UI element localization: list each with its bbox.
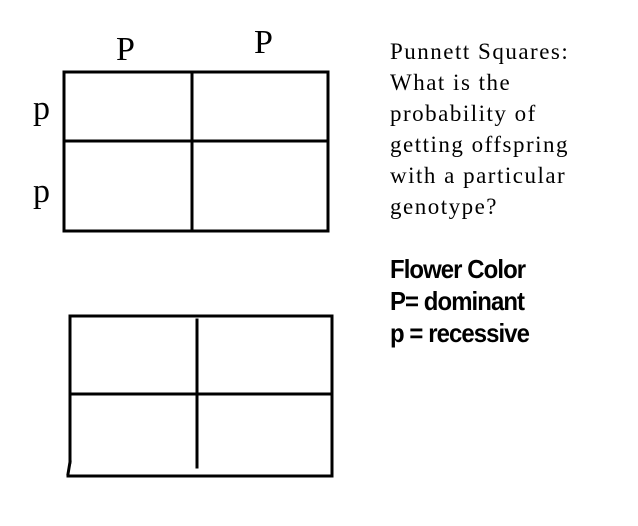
question-line: What is the <box>390 70 512 95</box>
top-square-border <box>62 70 330 233</box>
legend-recessive: p = recessive <box>390 318 530 348</box>
top-column-allele-1: P <box>116 31 135 68</box>
bottom-punnett-square <box>66 314 334 478</box>
allele-legend: Flower Color P= dominant p = recessive <box>390 253 530 349</box>
question-text: Punnett Squares: What is the probability… <box>390 36 630 222</box>
top-row-allele-1: p <box>33 90 50 127</box>
question-line: getting offspring <box>390 132 570 157</box>
top-row-allele-2: p <box>33 173 50 210</box>
question-line: Punnett Squares: <box>390 39 570 64</box>
top-column-allele-2: P <box>254 24 273 61</box>
legend-dominant: P= dominant <box>390 286 525 316</box>
bottom-square-left-tail <box>66 460 72 476</box>
top-punnett-square <box>62 70 330 233</box>
legend-trait: Flower Color <box>390 254 526 284</box>
question-line: genotype? <box>390 194 499 219</box>
question-line: with a particular <box>390 163 567 188</box>
question-line: probability of <box>390 101 537 126</box>
